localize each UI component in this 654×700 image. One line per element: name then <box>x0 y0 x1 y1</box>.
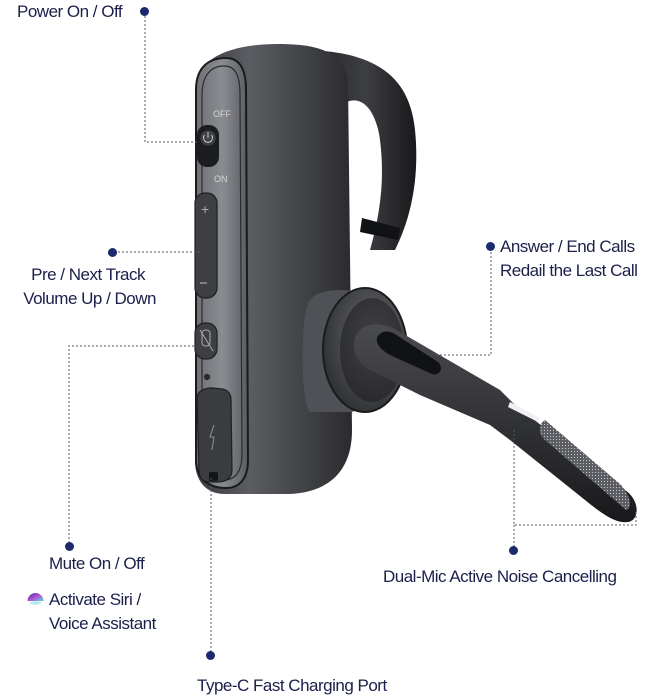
power-callout-dot <box>140 7 149 16</box>
mic-mesh-grille <box>539 420 630 510</box>
siri-line1: Activate Siri / <box>49 590 141 609</box>
leader-lines <box>68 16 637 652</box>
siri-line2: Voice Assistant <box>49 614 156 633</box>
track-volume-callout-dot <box>108 248 117 257</box>
boom-microphone <box>354 324 637 523</box>
track-label: Pre / Next Track <box>31 265 145 284</box>
redial-label: Redail the Last Call <box>500 261 638 280</box>
siri-label: Activate Siri / Voice Assistant <box>49 588 156 636</box>
off-marking: OFF <box>213 109 231 119</box>
noise-callout-dot <box>509 546 518 555</box>
lightning-icon <box>209 424 215 451</box>
led-indicator <box>203 373 211 381</box>
mute-callout-dot <box>65 542 74 551</box>
plus-icon: + <box>201 201 209 217</box>
volume-label: Volume Up / Down <box>23 289 156 308</box>
answer-end-label: Answer / End Calls <box>500 237 635 256</box>
calls-label: Answer / End Calls Redail the Last Call <box>500 235 638 283</box>
power-label: Power On / Off <box>17 2 123 21</box>
mute-button[interactable] <box>194 322 218 360</box>
mute-label: Mute On / Off <box>49 554 145 573</box>
usb-c-port-cover[interactable] <box>196 387 233 483</box>
noise-cancel-label: Dual-Mic Active Noise Cancelling <box>383 567 617 586</box>
charging-port-label: Type-C Fast Charging Port <box>197 676 387 695</box>
on-marking: ON <box>214 174 228 184</box>
multifunction-button[interactable] <box>376 331 441 375</box>
calls-callout-dot <box>486 242 495 251</box>
charging-callout-dot <box>206 651 215 660</box>
siri-icon <box>27 593 44 605</box>
volume-rocker[interactable] <box>194 192 218 299</box>
track-volume-label: Pre / Next Track Volume Up / Down <box>0 263 156 311</box>
mic-mute-icon <box>201 329 211 347</box>
